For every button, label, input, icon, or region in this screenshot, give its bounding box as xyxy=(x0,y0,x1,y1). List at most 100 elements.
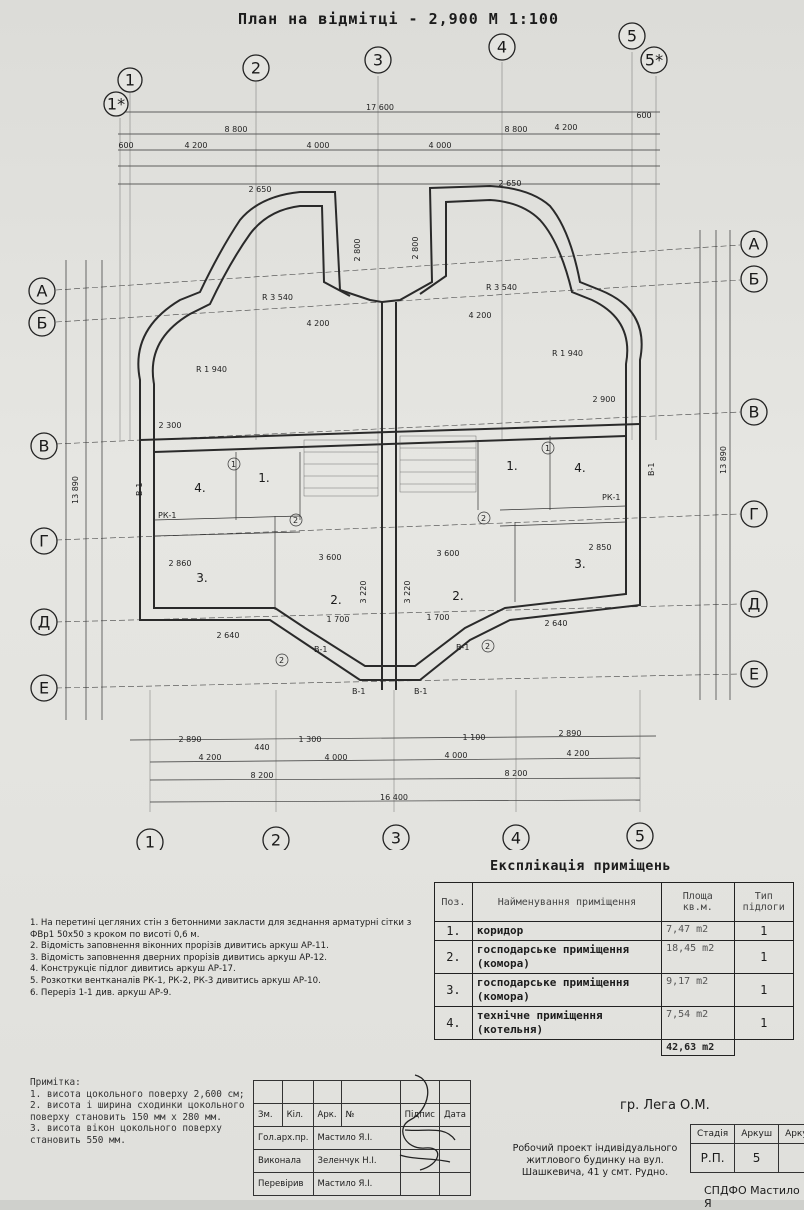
floor-type: 1 xyxy=(733,921,794,941)
note-item: 3. Відомість заповнення дверних прорізів… xyxy=(30,952,328,963)
svg-text:4: 4 xyxy=(497,38,507,57)
dim-misc: 2 800 xyxy=(353,239,362,262)
sheet-number: 5 xyxy=(734,1143,780,1173)
explication-header-row: Поз. Найменування приміщення Площа кв.м.… xyxy=(434,882,794,922)
svg-text:В: В xyxy=(39,437,50,456)
svg-text:2: 2 xyxy=(481,514,486,523)
axis-bubble-row-b-right: Б xyxy=(740,265,768,293)
stamp-role-row: Гол.арх.пр. Мастило Я.І. xyxy=(253,1126,471,1150)
dim-misc: 2 640 xyxy=(217,631,240,640)
dim-bottom-sec-2: 4 000 xyxy=(325,753,348,762)
dim-misc: 1 300 xyxy=(299,735,322,744)
svg-text:Г: Г xyxy=(749,505,759,524)
axis-bubble-bottom-1: 1 xyxy=(136,828,164,851)
dim-top-sec-6: 600 xyxy=(636,111,651,120)
dim-misc: 2 850 xyxy=(589,543,612,552)
sheet-count-header: Аркушів xyxy=(778,1124,804,1144)
svg-text:3: 3 xyxy=(373,51,383,70)
table-row: 4. технічне приміщення (котельня) 7,54 m… xyxy=(434,1006,794,1040)
general-notes: 1. На перетині цегляних стін з бетонними… xyxy=(30,918,430,999)
svg-text:А: А xyxy=(37,282,48,301)
note-item: 1. На перетині цегляних стін з бетонними… xyxy=(30,918,412,940)
radius-right-corner: R 1 940 xyxy=(552,349,583,358)
stamp-role: Гол.арх.пр. xyxy=(253,1126,314,1150)
svg-text:1: 1 xyxy=(125,71,135,90)
window-label: В-1 xyxy=(414,687,427,696)
stairs-right xyxy=(399,435,477,493)
total-row: 42,63 m2 xyxy=(435,1039,794,1056)
room-name: коридор xyxy=(471,921,663,941)
dim-top-half-left: 8 800 xyxy=(225,125,248,134)
door-marker: 2 xyxy=(289,513,303,527)
dim-misc: 440 xyxy=(254,743,269,752)
svg-text:2: 2 xyxy=(271,831,281,850)
axis-bubble-row-a-left: А xyxy=(28,277,56,305)
note-item: 4. Конструкціє підлог дивитись аркуш АР-… xyxy=(30,964,236,975)
drawing-title: План на відмітці - 2,900 М 1:100 xyxy=(238,10,559,28)
table-row: 1. коридор 7,47 m2 1 xyxy=(434,921,794,941)
dim-top-sec-5: 4 200 xyxy=(555,123,578,132)
axis-bubble-top-3: 3 xyxy=(364,46,392,74)
axis-bubble-row-d-left: Д xyxy=(30,608,58,636)
room-label: 2. xyxy=(330,593,341,607)
stamp-person: Мастило Я.І. xyxy=(312,1172,401,1196)
stamp-role: Виконала xyxy=(253,1149,314,1173)
remarks: Примітка: 1. висота цокольного поверху 2… xyxy=(30,1077,250,1146)
remarks-heading: Примітка: xyxy=(30,1077,81,1088)
axis-bubble-bottom-2: 2 xyxy=(262,826,290,850)
svg-text:В: В xyxy=(749,403,760,422)
axis-bubble-row-e-right: Е xyxy=(740,660,768,688)
author-name: гр. Лега О.М. xyxy=(620,1098,710,1113)
room-area: 7,54 m2 xyxy=(661,1006,735,1040)
svg-text:3: 3 xyxy=(391,829,401,848)
window-label: В-1 xyxy=(352,687,365,696)
svg-text:1: 1 xyxy=(545,444,550,453)
room-pos: 2. xyxy=(434,940,473,974)
dim-bottom-sec-3: 4 000 xyxy=(445,751,468,760)
dim-misc: 2 300 xyxy=(159,421,182,430)
dim-misc: 2 890 xyxy=(559,729,582,738)
dim-top-sec-3: 4 000 xyxy=(307,141,330,150)
stamp-person: Зеленчук Н.І. xyxy=(312,1149,401,1173)
room-name: технічне приміщення (котельня) xyxy=(471,1006,663,1040)
door-marker: 2 xyxy=(481,639,495,653)
bottom-dimension-lines xyxy=(129,690,657,812)
window-label: В-1 xyxy=(647,463,656,476)
svg-text:4: 4 xyxy=(511,829,521,848)
room-label: 2. xyxy=(452,589,463,603)
remark-item: 3. висота вікон цокольного поверху стано… xyxy=(30,1123,222,1146)
building-walls xyxy=(137,184,643,690)
dim-misc: 1 700 xyxy=(327,615,350,624)
svg-text:1: 1 xyxy=(145,833,155,851)
radius-right-arch: R 3 540 xyxy=(486,283,517,292)
axis-bubble-top-1star: 1* xyxy=(103,91,129,117)
window-label: В-1 xyxy=(135,483,144,496)
col-header-type: Тип підлоги xyxy=(733,882,794,922)
room-name: господарське приміщення (комора) xyxy=(471,940,663,974)
room-pos: 4. xyxy=(434,1006,473,1040)
svg-text:1*: 1* xyxy=(107,95,125,114)
organization-name: СПДФО Мастило Я xyxy=(704,1184,800,1210)
note-item: 5. Розкотки вентканалів РК-1, РК-2, РК-3… xyxy=(30,975,321,986)
project-name: Робочий проект індивідуального житлового… xyxy=(512,1143,678,1178)
axis-bubble-bottom-5: 5 xyxy=(626,822,654,850)
stamp-header: Арк. xyxy=(312,1103,342,1127)
table-row: 2. господарське приміщення (комора) 18,4… xyxy=(434,940,794,974)
dim-misc: 4 200 xyxy=(307,319,330,328)
col-header-pos: Поз. xyxy=(434,882,473,922)
axis-bubble-bottom-3: 3 xyxy=(382,824,410,850)
axis-bubble-row-d-right: Д xyxy=(740,590,768,618)
svg-text:А: А xyxy=(749,235,760,254)
axis-bubble-top-4: 4 xyxy=(488,33,516,61)
stamp-header-row: Зм. Кіл. Арк. № Підпис Дата xyxy=(253,1103,471,1127)
room-area: 18,45 m2 xyxy=(661,940,735,974)
floor-plan: 17 600 8 800 8 800 600 4 200 4 000 4 000… xyxy=(28,22,768,851)
svg-text:1: 1 xyxy=(231,460,236,469)
row-axis-lines xyxy=(55,244,741,689)
dim-misc: 2 650 xyxy=(249,185,272,194)
dim-misc: 3 600 xyxy=(437,549,460,558)
table-row: 3. господарське приміщення (комора) 9,17… xyxy=(434,973,794,1007)
floor-type: 1 xyxy=(733,1006,794,1040)
door-marker: 1 xyxy=(541,441,555,455)
axis-bubble-row-v-right: В xyxy=(740,398,768,426)
